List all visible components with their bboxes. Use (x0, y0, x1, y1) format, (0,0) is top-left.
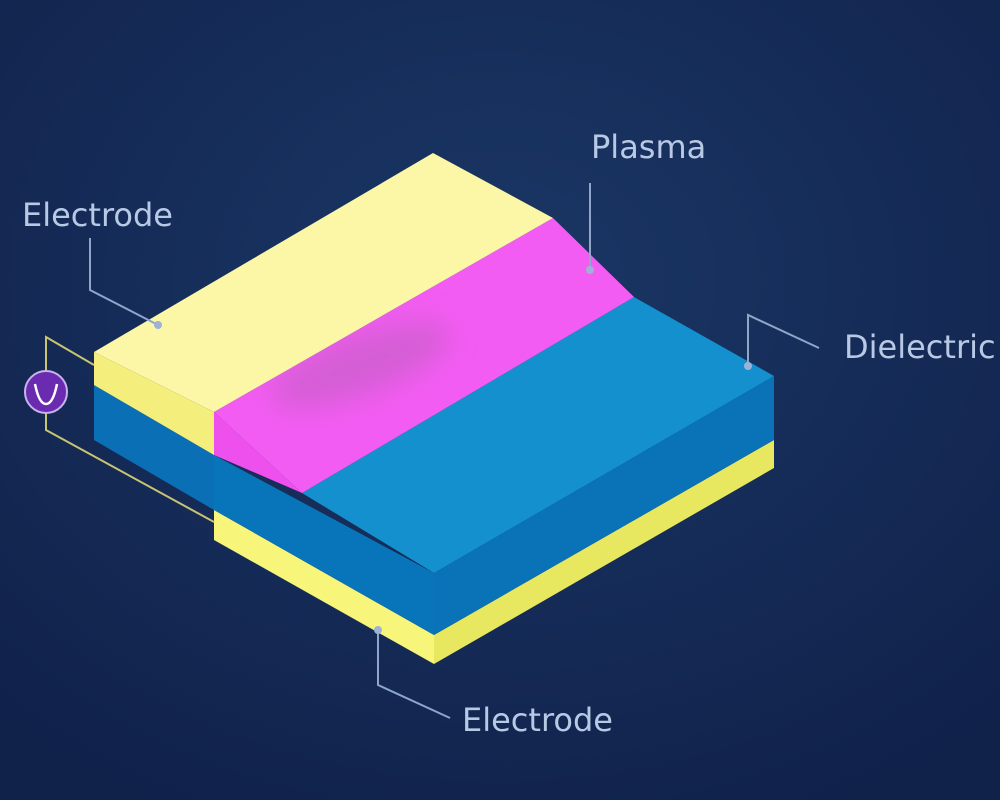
bottom-electrode-right-face (434, 440, 774, 664)
top-electrode-dot (154, 321, 162, 329)
top-electrode-label: Electrode (22, 196, 173, 234)
dielectric-leader (747, 313, 820, 366)
plasma-label: Plasma (591, 128, 706, 166)
bottom-electrode-dot (374, 626, 382, 634)
dielectric-top-face (302, 297, 774, 573)
top-electrode-left-face (94, 352, 214, 455)
plasma-glow (270, 321, 450, 409)
dielectric-right-face (434, 376, 774, 635)
dielectric-layer (94, 297, 774, 635)
dielectric-left-face (94, 385, 214, 510)
dielectric-dot (744, 362, 752, 370)
callouts (89, 183, 820, 719)
ac-voltage-source-icon (24, 370, 68, 414)
top-electrode-top-face (94, 153, 553, 412)
top-electrode-layer (94, 153, 553, 455)
bottom-electrode-front-face (214, 510, 434, 664)
bottom-electrode-leader (377, 630, 451, 719)
dielectric-front-face (214, 455, 434, 635)
dielectric-label: Dielectric (844, 328, 996, 366)
wire-to-bottom-electrode (45, 412, 215, 523)
power-wiring (45, 335, 215, 523)
plasma-dot (586, 266, 594, 274)
bottom-electrode-layer (214, 440, 774, 664)
wire-to-top-electrode (45, 335, 95, 372)
plasma-region (214, 218, 634, 493)
bottom-electrode-label: Electrode (462, 701, 613, 739)
top-electrode-leader (89, 238, 159, 326)
